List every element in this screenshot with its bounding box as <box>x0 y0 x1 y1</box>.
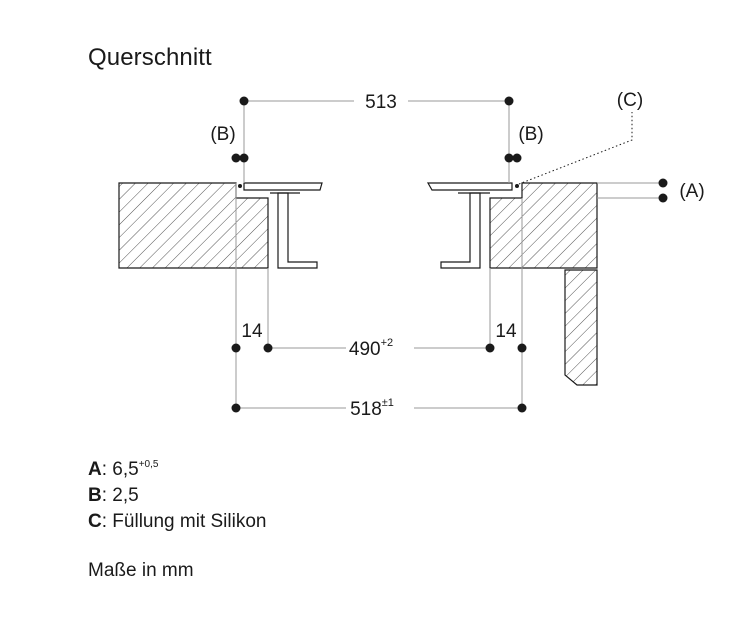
legend-value: 2,5 <box>112 485 139 506</box>
joint-dot-right <box>515 184 519 188</box>
extension-lines <box>235 101 663 408</box>
callout-a: (A) <box>679 181 704 202</box>
legend-separator: : <box>101 511 113 532</box>
worktop-left <box>118 182 269 269</box>
dim-cutout-tolerance: +2 <box>381 337 394 349</box>
legend-key: C <box>88 511 102 532</box>
dimension-endpoints <box>231 96 668 413</box>
legend-value: Füllung mit Silikon <box>112 511 267 532</box>
legend-key: A <box>88 459 102 480</box>
legend-tolerance: +0,5 <box>138 459 159 470</box>
callout-b-left: (B) <box>210 124 235 145</box>
dim-overall-value: 518 <box>350 399 382 420</box>
legend-item-b: B: 2,5 <box>88 483 266 509</box>
dim-cutout-value: 490 <box>349 339 381 360</box>
dim-overall-tolerance: ±1 <box>382 397 394 409</box>
legend-item-a: A: 6,5+0,5 <box>88 457 266 483</box>
appliance-profile-right <box>440 192 481 269</box>
legend-separator: : <box>101 485 113 506</box>
leader-c <box>518 112 633 185</box>
dimension-lines <box>236 100 522 409</box>
page-title: Querschnitt <box>88 44 212 71</box>
appliance-profile-left <box>277 192 318 269</box>
legend-separator: : <box>101 459 113 480</box>
dim-top-width: 513 <box>365 92 397 113</box>
dim-cutout: 490+2 <box>349 337 393 360</box>
appliance-frame-right <box>426 182 513 191</box>
worktop-right <box>489 182 598 269</box>
units-note: Maße in mm <box>88 560 194 581</box>
dim-inner-right: 14 <box>495 321 517 342</box>
legend: A: 6,5+0,5 B: 2,5 C: Füllung mit Silikon <box>88 457 266 535</box>
dim-overall: 518±1 <box>350 397 394 420</box>
callout-b-right: (B) <box>518 124 543 145</box>
appliance-frame-left <box>243 182 323 191</box>
legend-key: B <box>88 485 102 506</box>
dim-inner-left: 14 <box>241 321 263 342</box>
legend-item-c: C: Füllung mit Silikon <box>88 509 266 535</box>
joint-dot-left <box>238 184 242 188</box>
side-panel <box>564 269 598 386</box>
legend-value: 6,5 <box>112 459 139 480</box>
callout-c: (C) <box>617 90 643 111</box>
